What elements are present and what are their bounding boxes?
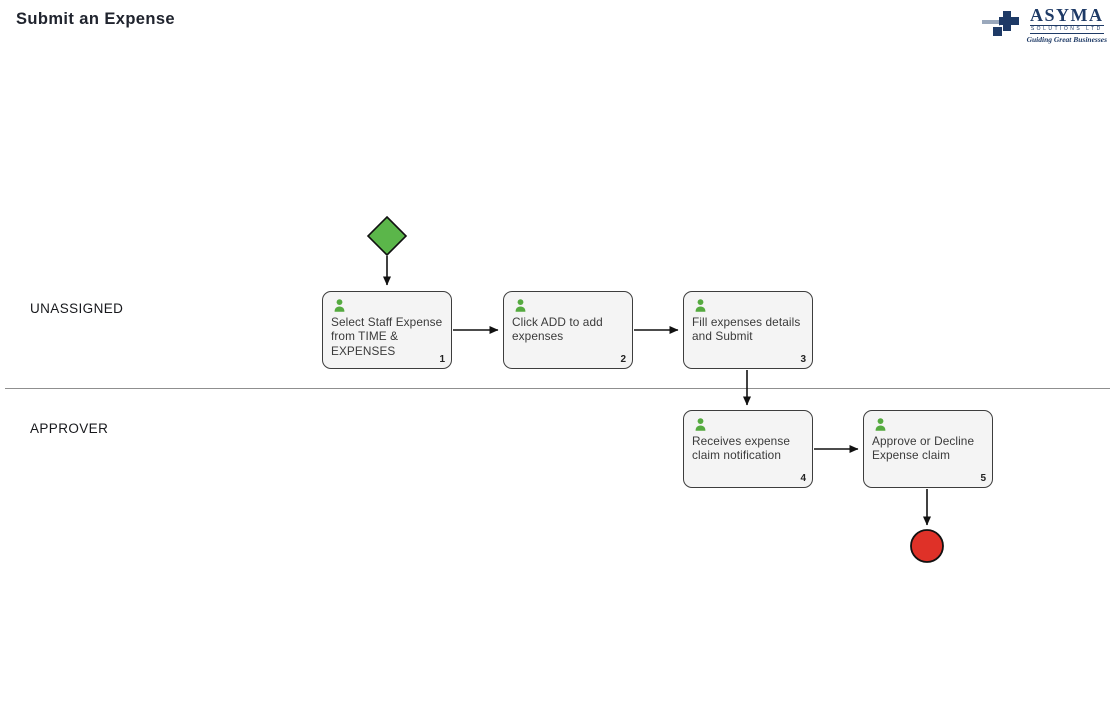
lane-label-approver: APPROVER: [30, 421, 109, 436]
task-label: Receives expense claim notification: [692, 434, 790, 463]
task-label: Select Staff Expense from TIME & EXPENSE…: [331, 315, 443, 358]
user-icon: [875, 418, 886, 431]
start-event-diamond: [366, 215, 408, 257]
task-number: 3: [800, 354, 806, 365]
user-icon: [695, 418, 706, 431]
task-label: Approve or Decline Expense claim: [872, 434, 975, 463]
task-number: 2: [620, 354, 626, 365]
asyma-logo-icon: [981, 10, 1019, 36]
task-node-2: Click ADD to add expenses 2: [503, 291, 633, 369]
user-icon: [515, 299, 526, 312]
task-number: 1: [439, 354, 445, 365]
logo-tagline: Guiding Great Businesses: [1026, 35, 1107, 44]
task-label: Fill expenses details and Submit: [692, 315, 801, 344]
lane-divider: [5, 388, 1110, 389]
asyma-logo-text: ASYMA SOLUTIONS LTD Guiding Great Busine…: [1027, 6, 1107, 44]
page-title: Submit an Expense: [16, 10, 176, 28]
task-number: 5: [980, 473, 986, 484]
user-icon: [334, 299, 345, 312]
logo-name: ASYMA: [1030, 5, 1104, 25]
task-label: Click ADD to add expenses: [512, 315, 603, 344]
task-node-1: Select Staff Expense from TIME & EXPENSE…: [322, 291, 452, 369]
task-number: 4: [800, 473, 806, 484]
task-node-3: Fill expenses details and Submit 3: [683, 291, 813, 369]
lane-label-unassigned: UNASSIGNED: [30, 301, 124, 316]
end-event-circle: [910, 529, 944, 563]
logo-subtitle: SOLUTIONS LTD: [1029, 25, 1104, 34]
task-node-5: Approve or Decline Expense claim 5: [863, 410, 993, 488]
user-icon: [695, 299, 706, 312]
asyma-logo: ASYMA SOLUTIONS LTD Guiding Great Busine…: [981, 6, 1107, 44]
task-node-4: Receives expense claim notification 4: [683, 410, 813, 488]
